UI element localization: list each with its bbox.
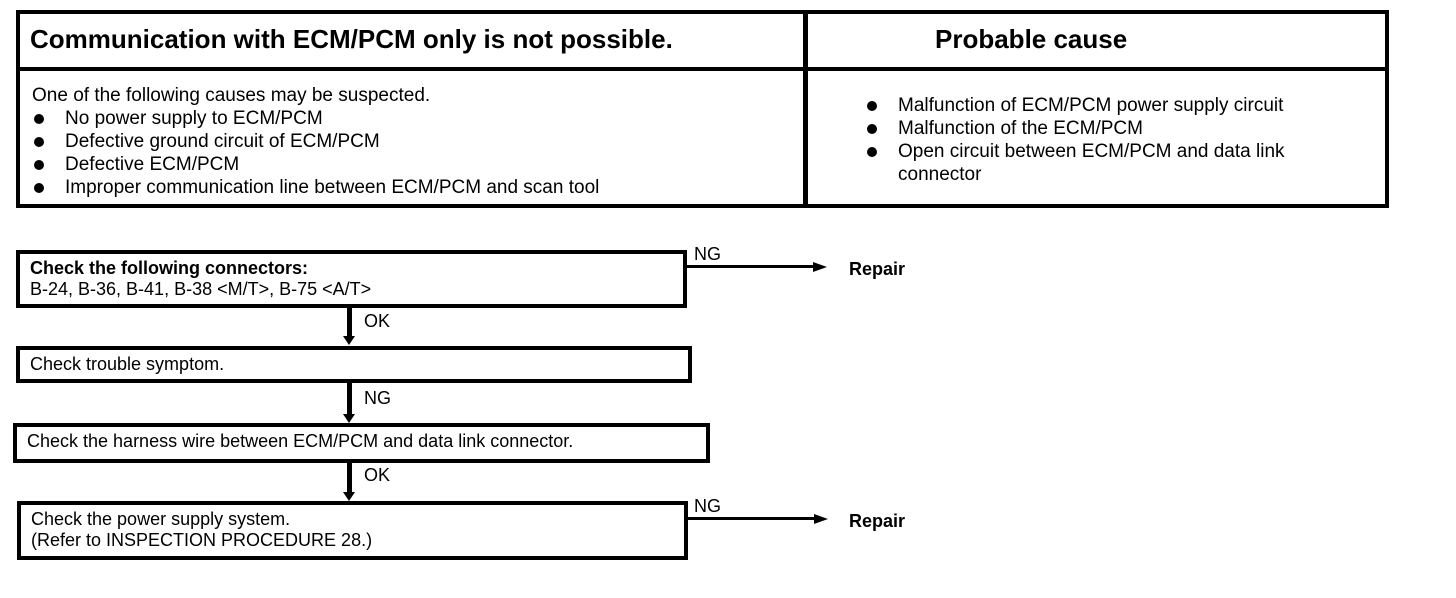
arrow-right-icon	[814, 514, 828, 524]
step-check-harness-wire-text: Check the harness wire between ECM/PCM a…	[27, 431, 574, 451]
list-item: Open circuit between ECM/PCM and data li…	[865, 140, 1348, 186]
repair-result: Repair	[849, 511, 906, 531]
ng-label: NG	[694, 244, 721, 264]
list-item: No power supply to ECM/PCM	[32, 107, 599, 130]
ok-label: OK	[364, 465, 391, 485]
row-divider	[20, 67, 1385, 71]
down-arrow-line	[347, 383, 352, 416]
suspected-causes-cell: One of the following causes may be suspe…	[32, 84, 599, 199]
cause-table: Communication with ECM/PCM only is not p…	[16, 10, 1389, 208]
arrow-down-icon	[343, 414, 355, 423]
ok-label: OK	[364, 311, 391, 331]
step-check-trouble-symptom-text: Check trouble symptom.	[30, 354, 225, 374]
ng-label: NG	[364, 388, 391, 408]
probable-causes-list: Malfunction of ECM/PCM power supply circ…	[865, 94, 1348, 186]
ng-arrow-line	[688, 517, 814, 520]
step-check-power-supply-line1: Check the power supply system.	[31, 509, 291, 529]
arrow-right-icon	[813, 262, 827, 272]
step-check-connectors-title: Check the following connectors:	[30, 258, 309, 278]
step-check-power-supply-line2: (Refer to INSPECTION PROCEDURE 28.)	[31, 530, 373, 550]
arrow-down-icon	[343, 336, 355, 345]
probable-causes-cell: Malfunction of ECM/PCM power supply circ…	[865, 94, 1348, 186]
list-item: Malfunction of the ECM/PCM	[865, 117, 1348, 140]
suspected-causes-list: No power supply to ECM/PCM Defective gro…	[32, 107, 599, 199]
symptom-header: Communication with ECM/PCM only is not p…	[30, 24, 673, 54]
step-check-connectors-detail: B-24, B-36, B-41, B-38 <M/T>, B-75 <A/T>	[30, 279, 372, 299]
step-check-harness-wire: Check the harness wire between ECM/PCM a…	[13, 423, 710, 463]
list-item: Defective ground circuit of ECM/PCM	[32, 130, 599, 153]
list-item: Malfunction of ECM/PCM power supply circ…	[865, 94, 1348, 117]
column-divider	[803, 14, 808, 204]
ng-label: NG	[694, 496, 721, 516]
down-arrow-line	[347, 463, 352, 494]
step-check-trouble-symptom: Check trouble symptom.	[16, 346, 692, 383]
arrow-down-icon	[343, 492, 355, 501]
list-item: Improper communication line between ECM/…	[32, 176, 599, 199]
probable-cause-header: Probable cause	[935, 24, 1128, 54]
repair-result: Repair	[849, 259, 906, 279]
ng-arrow-line	[687, 265, 813, 268]
step-check-power-supply: Check the power supply system. (Refer to…	[17, 501, 688, 560]
suspected-intro: One of the following causes may be suspe…	[32, 85, 431, 106]
list-item: Defective ECM/PCM	[32, 153, 599, 176]
step-check-connectors: Check the following connectors: B-24, B-…	[16, 250, 687, 308]
down-arrow-line	[347, 308, 352, 338]
